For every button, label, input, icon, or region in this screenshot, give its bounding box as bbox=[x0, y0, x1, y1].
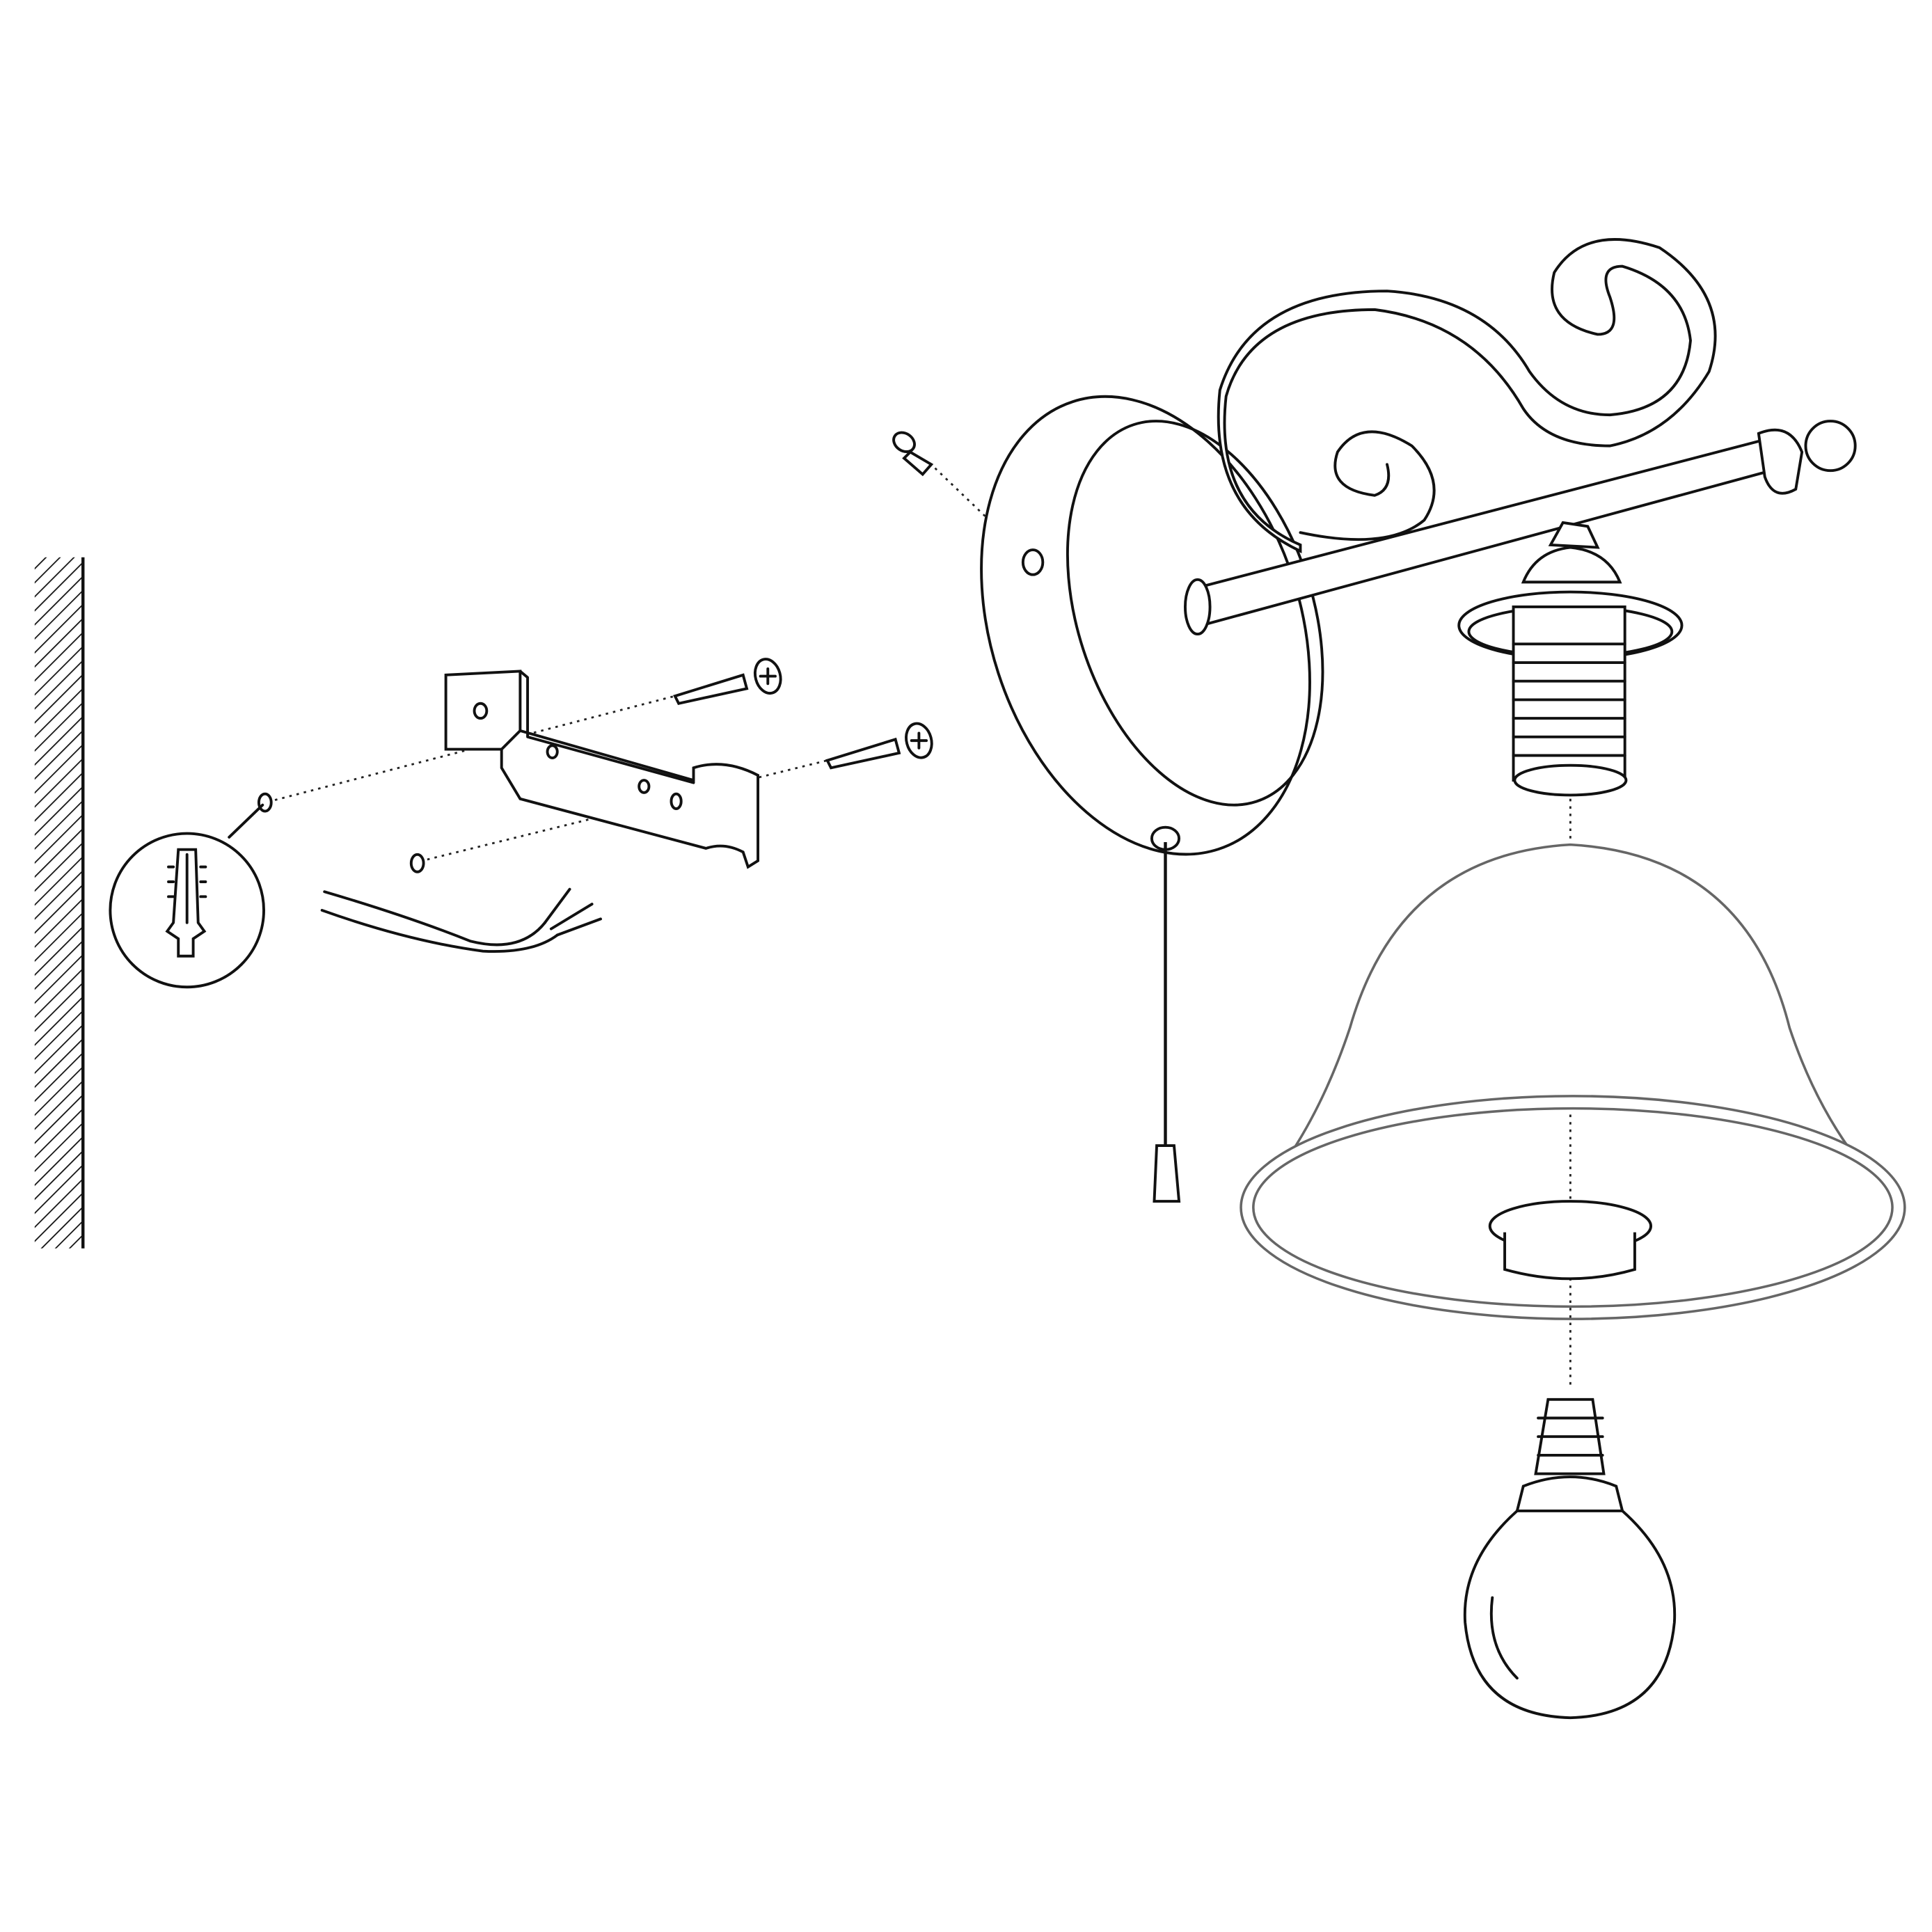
screw-upper bbox=[673, 658, 782, 705]
wall-hatch bbox=[34, 557, 85, 1249]
screw-lower bbox=[825, 722, 933, 770]
wall-plug-detail-icon bbox=[109, 803, 265, 989]
wall-plate bbox=[980, 395, 1324, 856]
power-cable bbox=[320, 887, 603, 953]
lamp-rod bbox=[1184, 420, 1857, 636]
decorative-scroll-arm bbox=[1217, 238, 1717, 553]
glass-shade bbox=[1240, 843, 1906, 1388]
light-bulb bbox=[1463, 1397, 1677, 1720]
lamp-socket bbox=[1457, 521, 1684, 843]
drill-holes bbox=[257, 695, 828, 873]
mounting-bracket bbox=[444, 670, 760, 869]
pull-cord bbox=[1153, 842, 1181, 1203]
